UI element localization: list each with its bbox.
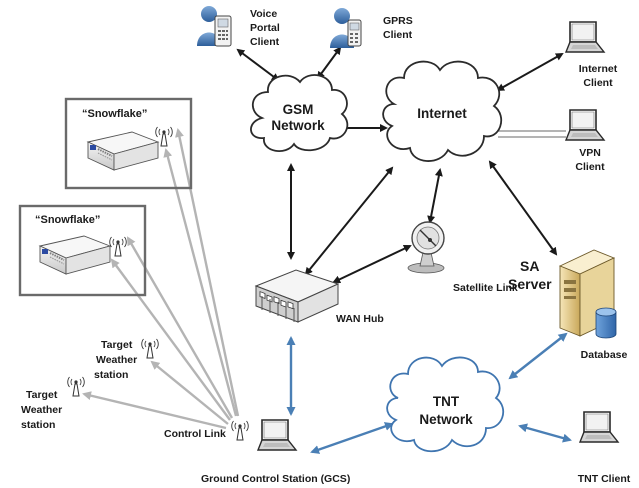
links-blue [286, 332, 572, 454]
vpn-client-label-2: Client [575, 161, 605, 173]
tnt-client-label: TNT Client [578, 473, 631, 485]
link-control-snowflake2 [126, 236, 234, 419]
link-internet-satellite [427, 168, 443, 224]
snowflake-box-2: “Snowflake” [18, 204, 147, 297]
vpn-client: VPN Client [565, 109, 605, 173]
target-weather-station-2: Target Weather station [21, 376, 85, 431]
device-box-icon [39, 235, 111, 275]
link-gprs-gsm [316, 46, 342, 80]
satellite-link: Satellite Link [407, 221, 518, 294]
gprs-label-1: GPRS [383, 15, 413, 27]
link-control-target1 [150, 360, 229, 425]
target-2-label-2: Weather [21, 404, 62, 416]
gprs-client: GPRS Client [330, 8, 413, 48]
link-control-target2 [82, 391, 227, 430]
link-control-snowflake1 [175, 128, 240, 417]
internet-client-label-1: Internet [579, 63, 618, 75]
network-hub-icon [254, 269, 340, 323]
link-internet-saserver [488, 160, 558, 256]
voice-portal-label-1: Voice [250, 8, 277, 20]
control-link-label: Control Link [164, 428, 226, 440]
target-2-label-3: station [21, 419, 55, 431]
link-control-snowflake2b [110, 258, 231, 421]
tnt-network-cloud: TNT Network [386, 356, 505, 453]
target-2-label-1: Target [26, 389, 58, 401]
tnt-label-2: Network [419, 412, 473, 427]
laptop-icon [257, 419, 297, 451]
antenna-icon [231, 420, 249, 441]
link-satellite-wanhub [332, 244, 412, 284]
internet-client-label-2: Client [583, 77, 613, 89]
cloud-icon [382, 60, 503, 162]
target-weather-station-1: Target Weather station [94, 338, 159, 381]
person-phone-icon [330, 8, 362, 48]
links-grey [82, 128, 240, 430]
internet-label: Internet [417, 106, 467, 121]
target-1-label-2: Weather [96, 354, 137, 366]
sa-server: SA Server Database [508, 249, 628, 361]
target-1-label-1: Target [101, 339, 133, 351]
link-vpn-tunnel [498, 130, 566, 138]
database-icon [595, 307, 617, 339]
ground-control-station: Control Link Ground Control Station (GCS… [164, 419, 350, 485]
tnt-client: TNT Client [578, 411, 631, 485]
laptop-icon [565, 109, 605, 141]
satellite-dish-icon [407, 221, 445, 274]
snowflake-box-1: “Snowflake” [64, 97, 193, 190]
antenna-icon [67, 376, 85, 397]
cloud-icon [250, 74, 349, 152]
voice-portal-label-2: Portal [250, 22, 280, 34]
satellite-label: Satellite Link [453, 282, 518, 294]
antenna-icon [109, 236, 127, 257]
device-box-icon [87, 131, 159, 171]
sa-server-label-1: SA [520, 258, 539, 274]
antenna-icon [141, 338, 159, 359]
voice-portal-client: Voice Portal Client [197, 6, 280, 48]
laptop-icon [565, 21, 605, 53]
gsm-label-1: GSM [283, 102, 314, 117]
gcs-label: Ground Control Station (GCS) [201, 473, 350, 485]
gsm-label-2: Network [271, 118, 325, 133]
laptop-icon [579, 411, 619, 443]
link-tnt-client [518, 423, 572, 443]
link-tnt-database [508, 332, 568, 380]
gsm-network-cloud: GSM Network [250, 74, 349, 152]
snowflake-label-1: “Snowflake” [82, 108, 147, 120]
link-gcs-tnt [310, 422, 394, 454]
database-label: Database [581, 349, 628, 361]
vpn-client-label-1: VPN [579, 147, 601, 159]
cloud-icon [386, 356, 505, 453]
snowflake-label-2: “Snowflake” [35, 214, 100, 226]
person-phone-icon [197, 6, 232, 47]
wan-hub: WAN Hub [254, 269, 384, 325]
tnt-label-1: TNT [433, 394, 460, 409]
target-1-label-3: station [94, 369, 128, 381]
internet-cloud: Internet [382, 60, 503, 162]
gprs-label-2: Client [383, 29, 413, 41]
voice-portal-label-3: Client [250, 36, 280, 48]
link-control-snowflake1b [163, 148, 238, 417]
link-voice-gsm [236, 48, 280, 82]
internet-client: Internet Client [565, 21, 618, 89]
link-internet-client [496, 53, 564, 91]
link-internet-wanhub [304, 166, 394, 276]
sa-server-label-2: Server [508, 276, 552, 292]
wan-hub-label: WAN Hub [336, 313, 384, 325]
